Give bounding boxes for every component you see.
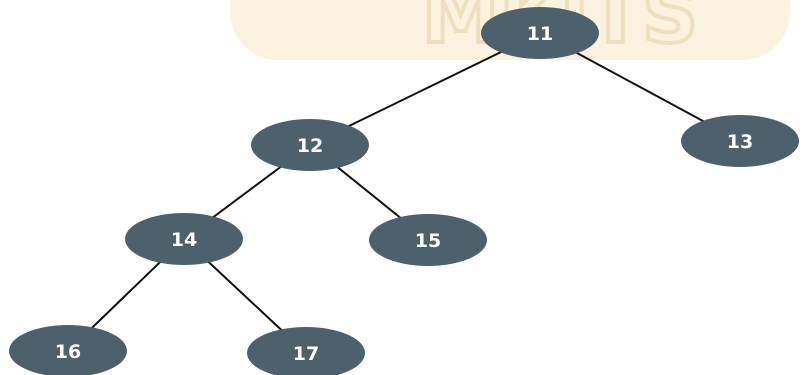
edges-layer [67, 32, 741, 354]
node-ellipse [9, 325, 127, 375]
node-ellipse [247, 327, 365, 375]
node-label: 16 [55, 341, 81, 363]
tree-node-17: 17 [247, 327, 365, 375]
node-label: 13 [727, 131, 753, 153]
tree-node-13: 13 [681, 115, 799, 167]
tree-node-16: 16 [9, 325, 127, 375]
tree-node-14: 14 [125, 213, 243, 265]
node-ellipse [251, 119, 369, 171]
node-ellipse [681, 115, 799, 167]
node-label: 15 [415, 230, 441, 252]
node-label: 11 [527, 23, 553, 45]
node-ellipse [481, 7, 599, 59]
node-ellipse [125, 213, 243, 265]
tree-node-12: 12 [251, 119, 369, 171]
node-label: 17 [293, 343, 319, 365]
node-ellipse [369, 214, 487, 266]
node-label: 14 [171, 229, 197, 251]
tree-node-15: 15 [369, 214, 487, 266]
tree-node-11: 11 [481, 7, 599, 59]
nodes-layer: 11 12 13 14 15 16 17 [9, 7, 799, 375]
node-label: 12 [297, 135, 323, 157]
